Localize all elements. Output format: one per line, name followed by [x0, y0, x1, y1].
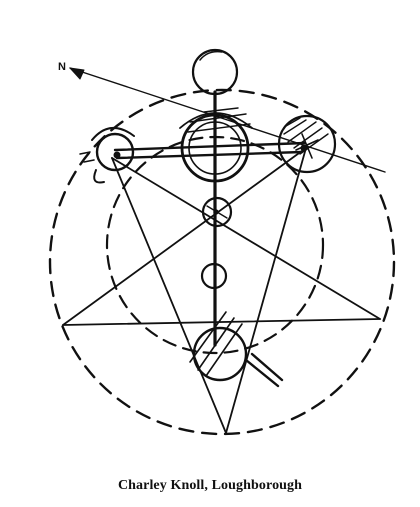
node-dot-left	[113, 151, 121, 159]
central-arc	[179, 112, 253, 129]
pentagram-line-4	[62, 318, 381, 326]
right-circle	[277, 114, 337, 174]
diagram-canvas: N	[48, 48, 396, 436]
crossbar-upper	[113, 141, 307, 152]
left-circle	[95, 132, 135, 172]
node-dot-right	[300, 144, 308, 152]
lower-circle	[200, 262, 228, 290]
central-inner-circle	[188, 121, 242, 175]
top-knob-circle	[191, 48, 239, 96]
pentagram-line-2	[225, 147, 307, 434]
central-circle	[180, 113, 250, 183]
right-circle-hatch	[283, 117, 329, 155]
outer-dashed-circle	[48, 88, 396, 436]
left-circle-arc-2	[93, 169, 105, 184]
crossbar-lower	[115, 150, 304, 160]
pentagram-line-5	[111, 157, 381, 320]
bottom-circle	[192, 326, 248, 382]
north-label: N	[58, 61, 66, 73]
north-arrowhead	[69, 67, 85, 80]
ley-diagram: N	[48, 48, 396, 436]
bottom-circle-hatch	[189, 311, 243, 377]
left-circle-arc	[91, 127, 135, 141]
node-dot-mid	[213, 209, 219, 215]
top-knob-shading	[199, 50, 223, 61]
bottom-pointer	[244, 352, 284, 388]
pentagram-line-3	[62, 147, 307, 326]
mid-circle	[201, 196, 233, 228]
central-hatching	[187, 107, 251, 133]
pentagram	[62, 147, 381, 434]
diagram-caption: Charley Knoll, Loughborough	[117, 478, 303, 493]
right-circle-cross	[295, 133, 319, 159]
pentagram-line-1	[111, 157, 227, 434]
left-circle-marks	[79, 151, 95, 163]
